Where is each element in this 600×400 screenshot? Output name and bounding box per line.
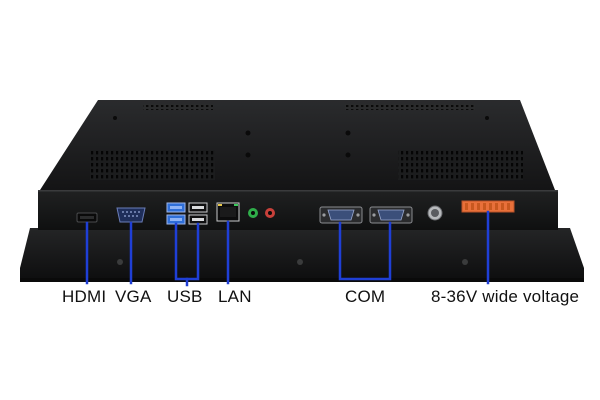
vga-label: VGA	[115, 287, 152, 306]
mount-screw	[245, 130, 251, 136]
top-vent	[345, 104, 475, 110]
usb-label: USB	[167, 287, 203, 306]
bezel-screw	[297, 259, 303, 265]
power-button-icon	[427, 205, 443, 221]
usb-port-icon	[166, 202, 186, 225]
power-label: 8-36V wide voltage	[431, 287, 580, 306]
mount-screw	[345, 152, 351, 158]
hdmi-port-icon	[76, 212, 98, 223]
io-panel-edge	[38, 190, 558, 192]
top-vent	[143, 104, 213, 110]
serial-port-icon	[369, 206, 413, 224]
vent-grille-left	[90, 150, 215, 180]
mount-screw	[485, 116, 489, 120]
vga-port-icon	[116, 207, 146, 223]
callout-lines	[85, 210, 490, 287]
audio-jack-icon	[248, 208, 275, 218]
terminal-block-icon	[461, 200, 515, 213]
rj45-port-icon	[216, 202, 240, 222]
bezel-screw	[117, 259, 123, 265]
serial-port-icon	[319, 206, 363, 224]
vent-grille-right	[398, 150, 523, 180]
bezel-edge	[20, 278, 584, 282]
hdmi-label: HDMI	[62, 287, 107, 306]
mount-screw	[345, 130, 351, 136]
mount-screw	[113, 116, 117, 120]
mount-screw	[245, 152, 251, 158]
com-label: COM	[345, 287, 386, 306]
com-callout	[338, 221, 392, 281]
bezel-screw	[462, 259, 468, 265]
lan-label: LAN	[218, 287, 252, 306]
front-bezel	[20, 228, 584, 282]
